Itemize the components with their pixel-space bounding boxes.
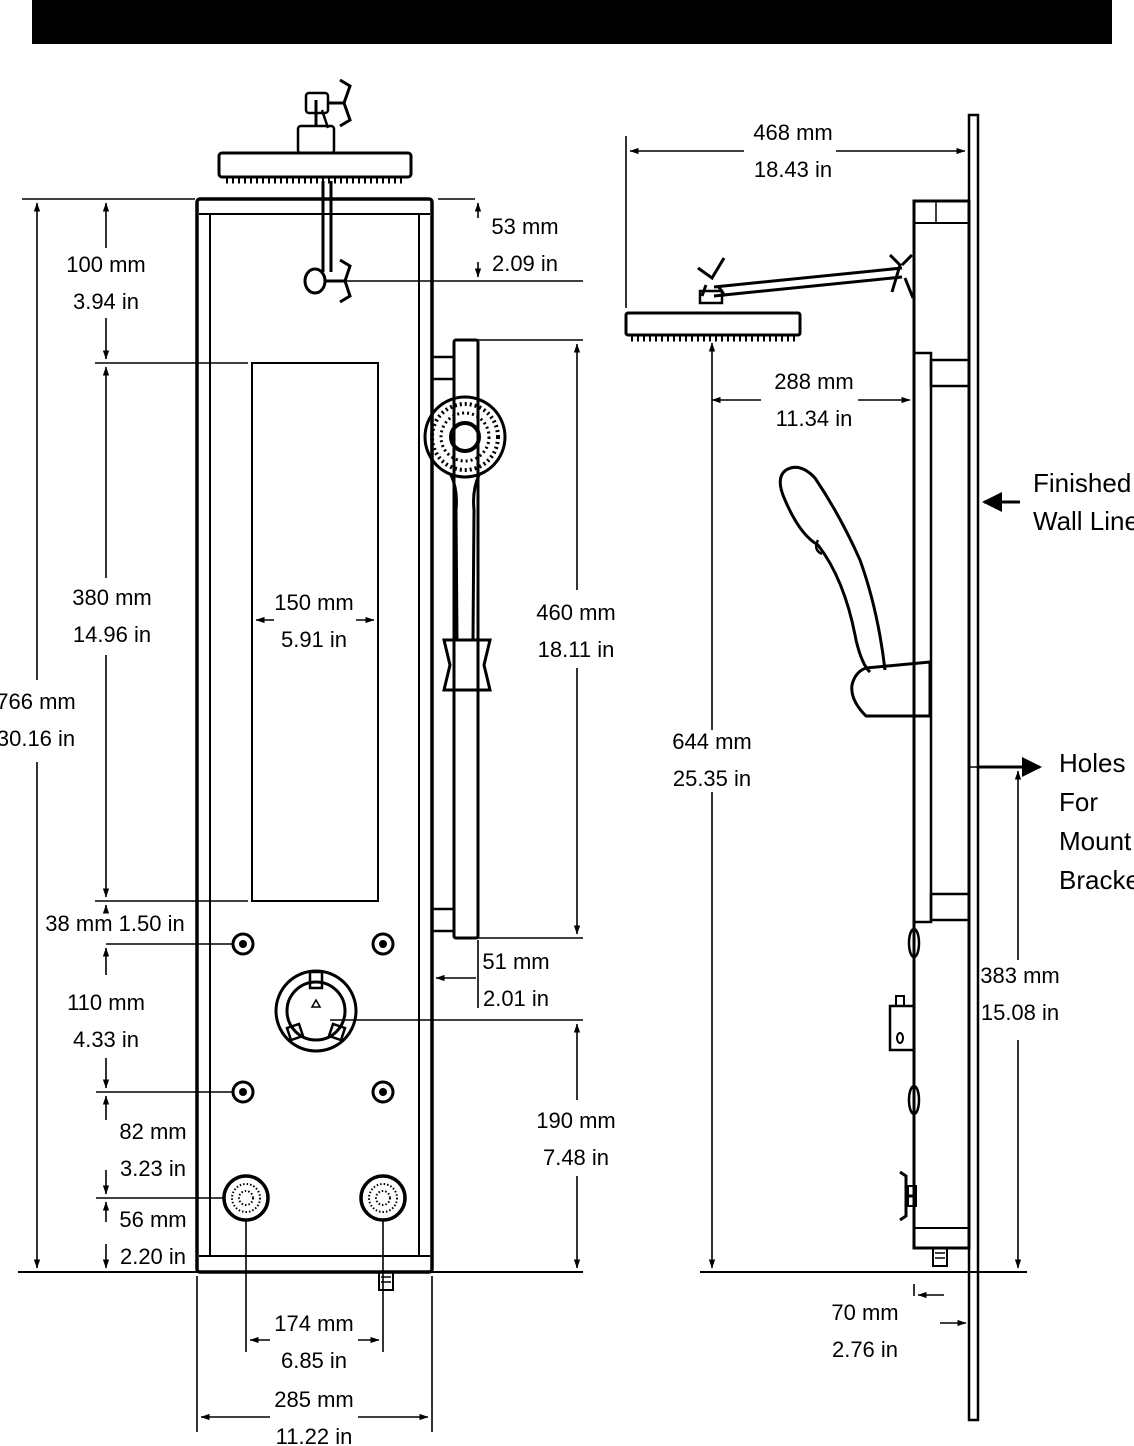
rain-head-front [217,78,413,184]
side-dimension-lines [625,136,1027,1327]
panel-depth-mm: 70 mm [831,1300,898,1325]
bottom-sprays [222,1174,407,1222]
display-height-mm: 380 mm [72,585,151,610]
panel-width-in: 11.22 in [276,1424,353,1446]
rain-head-height-in: 25.35 in [673,766,751,791]
bar-offset-mm: 51 mm [482,949,549,974]
bar-offset-in: 2.01 in [483,986,549,1011]
display-to-jets: 38 mm 1.50 in [45,911,184,936]
side-dimension-labels: 468 mm 18.43 in 288 mm 11.34 in 644 mm 2… [672,120,1134,1362]
display-width-in: 5.91 in [281,627,347,652]
overall-height-in: 30.16 in [0,726,75,751]
callout-arrows [978,492,1042,777]
panel-front [195,181,434,1291]
top-to-display-in: 3.94 in [73,289,139,314]
body-jets [231,932,395,1104]
header-bar [32,0,1112,44]
valve-height-in: 7.48 in [543,1145,609,1170]
slide-bar-front [423,338,507,940]
top-to-display-mm: 100 mm [66,252,145,277]
panel-width-mm: 285 mm [274,1387,353,1412]
hand-shower-projection-mm: 288 mm [774,369,853,394]
wall-label-line2: Wall Line [1033,506,1134,536]
top-to-outlet-in: 2.09 in [492,251,558,276]
bracket-label-line3: Mount [1059,826,1132,856]
jet-spacing-in: 4.33 in [73,1027,139,1052]
wall-label-line1: Finished [1033,468,1131,498]
jets-to-sprays-mm: 82 mm [119,1119,186,1144]
bracket-label-line1: Holes [1059,748,1125,778]
jet-spacing-mm: 110 mm [67,990,145,1015]
valve-knob [274,969,358,1053]
spray-height-in: 2.20 in [120,1244,186,1269]
jets-to-sprays-in: 3.23 in [120,1156,186,1181]
slide-bar-length-in: 18.11 in [538,637,615,662]
bracket-label-line4: Bracket [1059,865,1134,895]
valve-height-mm: 190 mm [536,1108,615,1133]
display-height-in: 14.96 in [73,622,151,647]
rain-head-height-mm: 644 mm [672,729,751,754]
front-dimension-labels: 766 mm 30.16 in 100 mm 3.94 in 380 mm 14… [0,214,616,1446]
spray-spacing-mm: 174 mm [274,1311,353,1336]
front-dimension-lines [18,198,583,1432]
rain-head-projection-mm: 468 mm [753,120,832,145]
hand-shower-projection-in: 11.34 in [776,406,853,431]
overall-height-mm: 766 mm [0,689,76,714]
slide-bar-length-mm: 460 mm [536,600,615,625]
rain-head-projection-in: 18.43 in [754,157,832,182]
bracket-height-mm: 383 mm [980,963,1059,988]
panel-depth-in: 2.76 in [832,1337,898,1362]
front-view [195,78,507,1291]
top-to-outlet-mm: 53 mm [491,214,558,239]
bracket-label-line2: For [1059,787,1098,817]
spray-height-mm: 56 mm [119,1207,186,1232]
spray-spacing-in: 6.85 in [281,1348,347,1373]
bracket-height-in: 15.08 in [981,1000,1059,1025]
display-width-mm: 150 mm [274,590,353,615]
